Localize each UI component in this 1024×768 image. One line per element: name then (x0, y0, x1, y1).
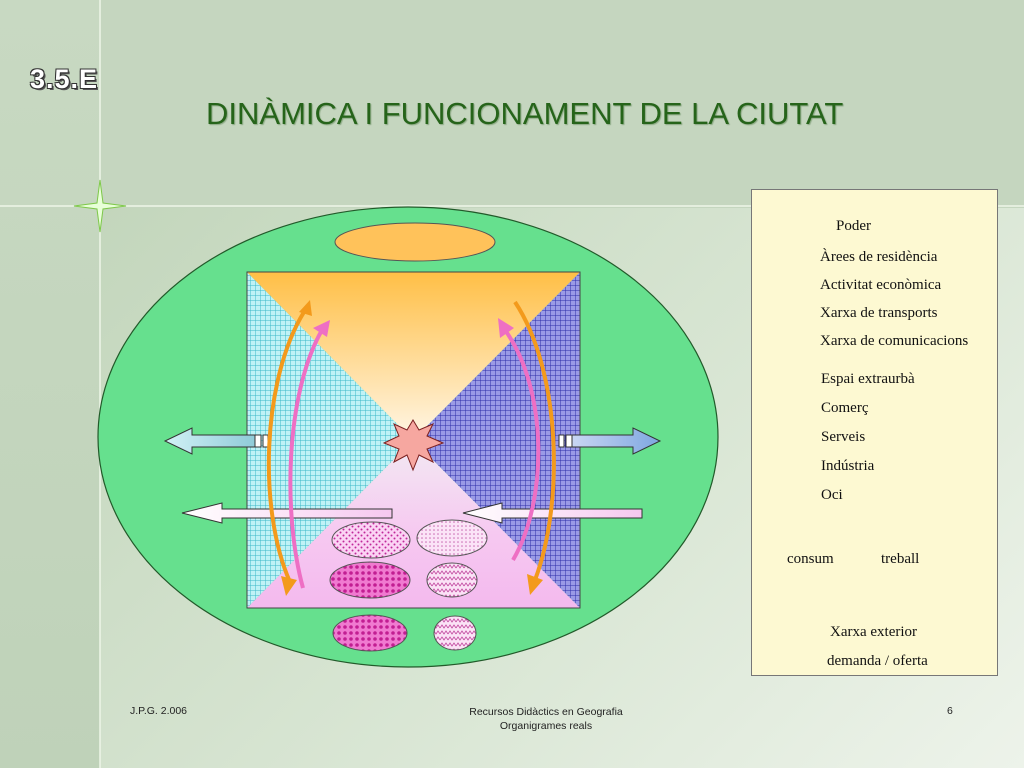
footer-source-line1: Recursos Didàctics en Geografia (469, 706, 623, 718)
industria-ellipse-outer (332, 614, 408, 652)
footer-author: J.P.G. 2.006 (130, 705, 188, 717)
footer-page-number: 6 (947, 705, 953, 717)
exterior-network-arrow-right (558, 427, 662, 455)
oci-ellipse-outer (433, 615, 477, 651)
legend-label-demand-offer: demanda / oferta (827, 653, 928, 669)
title-band (100, 0, 1024, 208)
legend-label-poder: Poder (836, 218, 871, 234)
exterior-network-arrow-left (163, 427, 269, 455)
demand-offer-arrow-left (181, 502, 393, 524)
legend-label-transport: Xarxa de transports (820, 305, 938, 321)
legend-label-comerc: Comerç (821, 400, 869, 416)
legend-label-communication: Xarxa de comunicacions (820, 333, 969, 349)
top-residence-ellipse (334, 222, 496, 262)
legend-label-oci: Oci (821, 487, 843, 503)
work-consumption-arrows-right (498, 300, 556, 595)
comerc-ellipse (331, 521, 411, 559)
left-margin-band (0, 0, 100, 768)
page-title: DINÀMICA I FUNCIONAMENT DE LA CIUTAT (206, 96, 844, 131)
residence-area-triangle (247, 272, 580, 440)
footer-source: Recursos Didàctics en Geografia Organigr… (446, 705, 646, 733)
legend-label-residence: Àrees de residència (820, 249, 938, 265)
power-star-icon (382, 419, 445, 472)
legend-label-exterior-network: Xarxa exterior (830, 624, 918, 640)
communication-network-triangle (247, 272, 413, 608)
legend-label-industria: Indústria (821, 458, 875, 474)
legend-label-consum: consum (787, 551, 834, 567)
slide-badge: 3.5.E (30, 64, 99, 94)
footer-source-line2: Organigrames reals (499, 720, 593, 732)
oci-ellipse (426, 562, 478, 598)
economic-activity-triangle (247, 440, 580, 608)
legend-label-extraurban: Espai extraurbà (821, 371, 915, 387)
work-consumption-arrows-left (266, 300, 330, 596)
sparkle-icon (73, 179, 127, 233)
legend-panel (751, 189, 998, 676)
legend-label-activity: Activitat econòmica (820, 277, 942, 293)
industria-ellipse (329, 561, 411, 599)
legend-label-serveis: Serveis (821, 429, 866, 445)
legend-label-treball: treball (881, 551, 920, 567)
serveis-ellipse (416, 519, 488, 557)
